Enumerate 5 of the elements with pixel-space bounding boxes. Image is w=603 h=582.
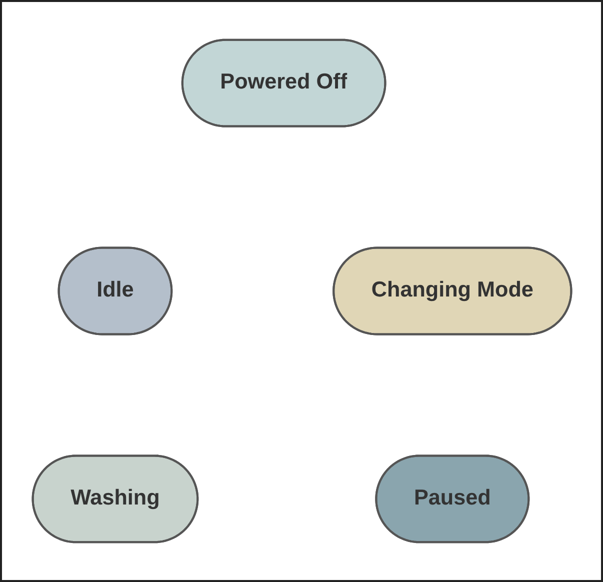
state-pill: Changing Mode [332,246,572,336]
state-pill: Paused [374,454,530,544]
state-pill: Powered Off [180,38,386,128]
state-pill: Idle [57,246,172,336]
state-pill: Washing [31,454,198,544]
